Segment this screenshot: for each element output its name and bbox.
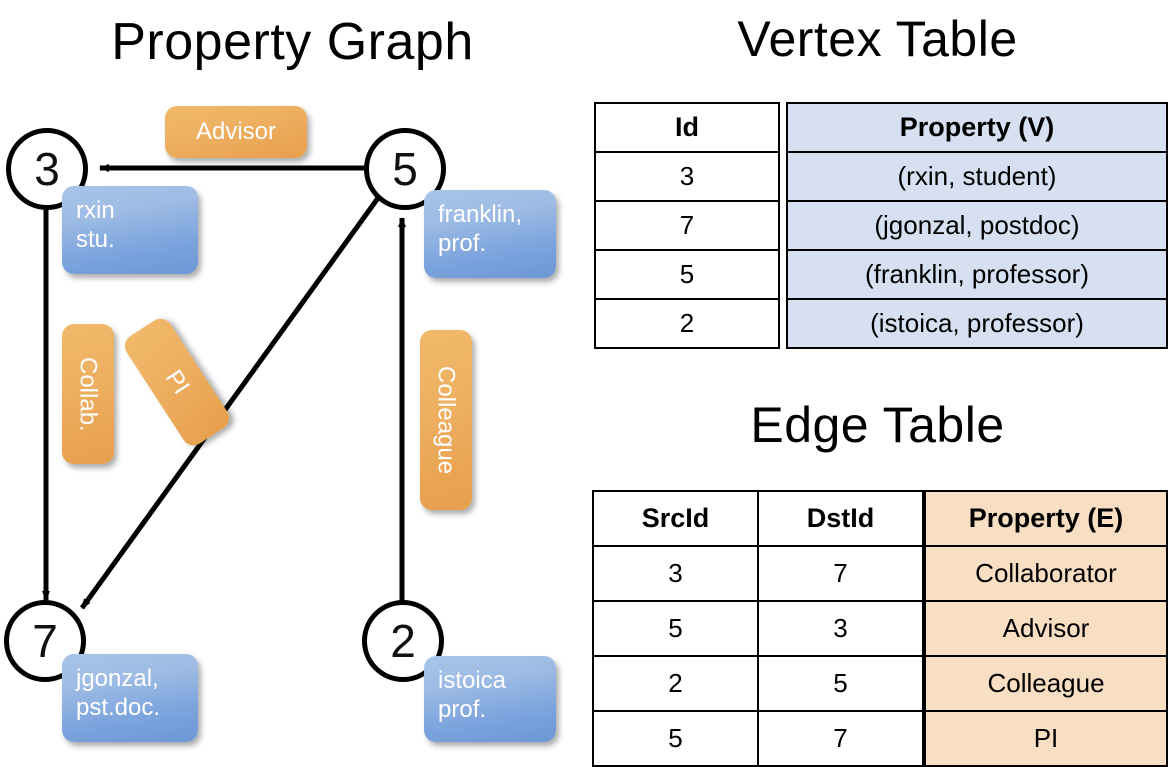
cell-srcid: 5 — [592, 710, 759, 767]
table-row[interactable]: 7 — [594, 200, 780, 251]
cell-dstid: 3 — [757, 600, 924, 657]
table-header-row: Property (V) — [786, 102, 1168, 153]
edge-label-box-collab[interactable]: Collab. — [62, 324, 114, 464]
table-header-row: Id — [594, 102, 780, 153]
table-header-row: Property (E) — [924, 490, 1168, 547]
cell-srcid: 3 — [592, 545, 759, 602]
vertex-property-line: pst.doc. — [76, 694, 161, 722]
column-header-id: Id — [594, 102, 780, 153]
table-row[interactable]: 3 — [594, 151, 780, 202]
cell-id: 7 — [594, 200, 780, 251]
cell-dstid: 7 — [757, 710, 924, 767]
vertex-property-line: jgonzal, — [76, 665, 159, 692]
column-header-srcid: SrcId — [592, 490, 759, 547]
table-row[interactable]: (rxin, student) — [786, 151, 1168, 202]
vertex-property-box-7[interactable]: jgonzal, pst.doc. — [62, 654, 198, 742]
property-graph-panel: Property Graph 3 5 7 — [0, 0, 585, 760]
edge-label-text: Colleague — [432, 365, 460, 475]
table-row[interactable]: Advisor — [924, 600, 1168, 657]
table-row[interactable]: 2 — [594, 298, 780, 349]
page-title-property-graph: Property Graph — [111, 13, 474, 71]
edge-label-text-wrap: Colleague — [420, 330, 472, 510]
vertex-property-line: prof. — [438, 696, 487, 724]
vertex-property-box-2[interactable]: istoica prof. — [424, 656, 556, 742]
cell-property: (istoica, professor) — [786, 298, 1168, 349]
table-row[interactable]: PI — [924, 710, 1168, 767]
cell-dstid: 5 — [757, 655, 924, 712]
vertex-id-label: 2 — [390, 615, 416, 667]
vertex-property-line: franklin, — [438, 201, 523, 228]
edge-label-text: Collab. — [74, 356, 102, 432]
cell-srcid: 2 — [592, 655, 759, 712]
vertex-id-label: 5 — [392, 143, 418, 195]
table-header-row: SrcId DstId — [592, 490, 924, 547]
cell-property: (franklin, professor) — [786, 249, 1168, 300]
column-header-dstid: DstId — [757, 490, 924, 547]
table-row[interactable]: (jgonzal, postdoc) — [786, 200, 1168, 251]
vertex-property-box-3[interactable]: rxin stu. — [62, 186, 198, 274]
column-header-property-v: Property (V) — [786, 102, 1168, 153]
vertex-circle-2[interactable]: 2 — [362, 600, 444, 682]
vertex-circle-5[interactable]: 5 — [364, 128, 446, 210]
edge-label-box-advisor[interactable]: Advisor — [165, 106, 307, 158]
table-row[interactable]: 5 7 — [592, 710, 924, 767]
cell-property: PI — [924, 710, 1168, 767]
vertex-property-line: istoica — [438, 667, 507, 694]
vertex-table-property-column: Property (V) (rxin, student) (jgonzal, p… — [786, 102, 1168, 349]
page-title-vertex-table: Vertex Table — [737, 11, 1018, 67]
table-row[interactable]: 5 — [594, 249, 780, 300]
page-title-edge-table: Edge Table — [750, 397, 1005, 453]
vertex-property-box-5[interactable]: franklin, prof. — [424, 190, 556, 278]
edge-label-text: Advisor — [195, 118, 277, 146]
edge-label-box-colleague[interactable]: Colleague — [420, 330, 472, 510]
edge-label-text-wrap: Collab. — [62, 324, 114, 464]
vertex-property-line: rxin — [76, 197, 115, 224]
table-row[interactable]: 5 3 — [592, 600, 924, 657]
cell-property: (jgonzal, postdoc) — [786, 200, 1168, 251]
edge-table-property-column: Property (E) Collaborator Advisor Collea… — [924, 490, 1168, 767]
table-row[interactable]: (franklin, professor) — [786, 249, 1168, 300]
cell-id: 2 — [594, 298, 780, 349]
cell-dstid: 7 — [757, 545, 924, 602]
cell-property: (rxin, student) — [786, 151, 1168, 202]
graph-edges-svg — [42, 164, 406, 610]
table-row[interactable]: (istoica, professor) — [786, 298, 1168, 349]
edge-label-text: PI — [159, 365, 195, 399]
table-row[interactable]: 2 5 — [592, 655, 924, 712]
vertex-id-label: 7 — [32, 615, 58, 667]
vertex-table-id-column: Id 3 7 5 2 — [594, 102, 780, 349]
column-header-property-e: Property (E) — [924, 490, 1168, 547]
cell-property: Advisor — [924, 600, 1168, 657]
edge-5-to-7 — [79, 196, 381, 610]
table-row[interactable]: Colleague — [924, 655, 1168, 712]
cell-id: 3 — [594, 151, 780, 202]
vertex-property-line: prof. — [438, 230, 487, 258]
edge-table-id-columns: SrcId DstId 3 7 5 3 2 5 5 7 — [592, 490, 924, 767]
table-row[interactable]: 3 7 — [592, 545, 924, 602]
cell-property: Collaborator — [924, 545, 1168, 602]
cell-property: Colleague — [924, 655, 1168, 712]
vertex-property-line: stu. — [76, 226, 115, 254]
vertex-id-label: 3 — [34, 143, 60, 195]
cell-srcid: 5 — [592, 600, 759, 657]
table-row[interactable]: Collaborator — [924, 545, 1168, 602]
cell-id: 5 — [594, 249, 780, 300]
